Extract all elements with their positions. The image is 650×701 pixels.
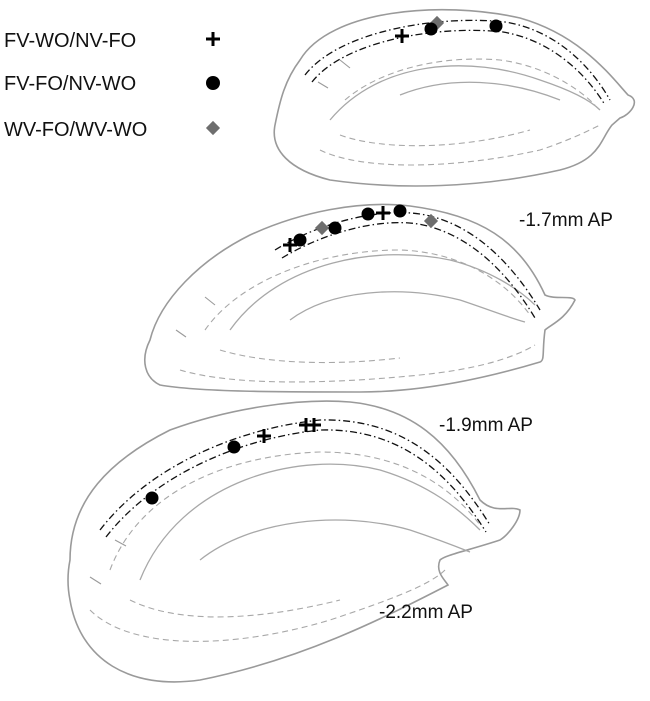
section-1-tick [317,81,329,89]
section-2-ca1-line-inner [281,221,536,319]
section-1-markers [395,15,503,43]
section-1-ca1-line-inner [311,29,606,106]
section-label-2: -1.9mm AP [439,415,533,436]
plus-marker [376,206,390,220]
section-3-inner-dash-1 [89,569,446,642]
section-2-outline [144,203,576,393]
section-2-markers [283,204,439,252]
legend: FV-WO/NV-FO FV-FO/NV-WO WV-FO/WV-WO [4,30,221,141]
section-1-inner-dash-3 [344,58,596,106]
section-2-inner-dash-3 [204,249,531,331]
section-3-inner-line-1 [139,463,481,581]
plus-marker [283,238,297,252]
section-1-slice [273,8,636,187]
diamond-marker [314,220,330,236]
section-3-tick [89,576,102,585]
diamond-marker [423,213,439,229]
circle-marker [361,207,375,221]
legend-label-1: FV-WO/NV-FO [4,30,136,52]
section-label-1: -1.7mm AP [519,210,613,231]
circle-marker [293,233,307,247]
section-3-slice [67,400,521,683]
section-2-tick [175,329,187,338]
section-label-3: -2.2mm AP [379,602,473,623]
legend-label-2: FV-FO/NV-WO [4,73,136,95]
section-3-inner-line-2 [199,519,471,561]
section-3-outline [67,400,521,683]
section-3-ca1-line-inner [105,429,487,538]
circle-marker [328,221,342,235]
section-2-tick [204,296,216,306]
section-1-outline [273,8,636,187]
section-3-inner-dash-2 [129,599,341,618]
section-3-markers [145,418,321,505]
section-1-tick [339,59,351,69]
section-3-ca1-line-outer [99,419,491,531]
section-3-inner-dash-3 [109,451,481,571]
legend-label-3: WV-FO/WV-WO [4,119,147,141]
section-2-inner-line-2 [289,291,526,323]
section-2-slice [144,203,576,393]
legend-circle-icon [206,76,220,90]
circle-marker [393,204,407,218]
circle-marker [145,491,159,505]
circle-marker [227,440,241,454]
section-1-inner-dash-1 [319,124,601,166]
plus-marker [307,418,321,432]
section-3-tick [114,539,127,547]
legend-diamond-icon [205,120,221,136]
section-2-inner-dash-1 [179,344,536,383]
plus-marker [395,29,409,43]
plus-marker [257,429,271,443]
circle-marker [424,22,438,36]
legend-plus-icon [206,32,220,46]
section-1-inner-line-2 [399,81,561,101]
section-1-inner-dash-2 [339,129,531,147]
section-2-inner-line-1 [229,254,536,331]
section-1-inner-line-1 [329,65,601,121]
circle-marker [489,19,503,33]
